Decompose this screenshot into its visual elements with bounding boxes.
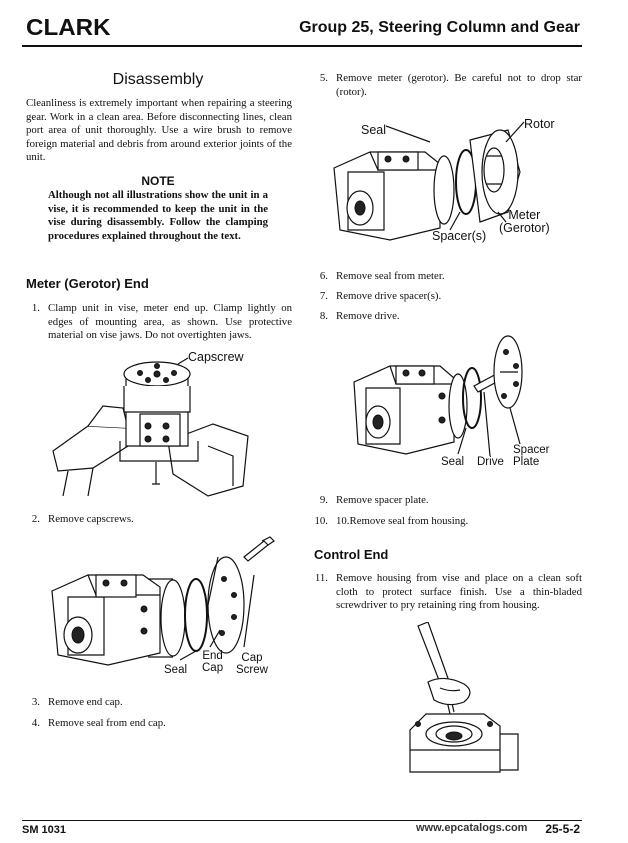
watermark-text: www.epcatalogs.com — [416, 822, 528, 834]
footer-rule — [22, 820, 582, 821]
label-end-cap: End Cap — [202, 650, 224, 674]
label-capscrew: Capscrew — [188, 350, 244, 364]
figure-end-cap-exploded — [51, 536, 275, 666]
step-1: 1. Clamp unit in vise, meter end up. Cla… — [26, 302, 292, 344]
figure-unit-in-vise — [52, 357, 249, 497]
footer-page-number: 25-5-2 — [545, 822, 580, 836]
step-number: 3. — [31, 696, 40, 708]
step-number: 9. — [319, 494, 328, 506]
figure-screwdriver-retaining-ring — [409, 622, 519, 773]
note-heading: NOTE — [141, 174, 175, 188]
label-drive: Drive — [477, 456, 504, 468]
section-title: Disassembly — [112, 71, 204, 88]
header-rule — [22, 45, 582, 47]
figure-meter-gerotor — [333, 121, 525, 241]
step-number: 8. — [319, 310, 328, 322]
label-seal-fig2: Seal — [164, 664, 188, 676]
step-2: 2. Remove capscrews. — [26, 513, 292, 527]
step-7: 7. Remove drive spacer(s). — [314, 290, 582, 304]
step-text: Remove meter (gerotor). Be careful not t… — [336, 72, 582, 98]
label-seal-fig3: Seal — [361, 123, 387, 137]
label-seal-fig4: Seal — [441, 456, 465, 468]
step-number: 5. — [319, 72, 328, 84]
figure-spacer-plate — [353, 335, 523, 457]
step-text: Remove end cap. — [48, 696, 123, 708]
label-meter-gerotor: Meter (Gerotor) — [499, 208, 550, 235]
label-cap-screw: Cap Screw — [236, 652, 268, 676]
step-8: 8. Remove drive. — [314, 310, 582, 324]
step-number: 2. — [31, 513, 40, 525]
subsection-control-end: Control End — [314, 547, 389, 562]
step-11: 11. Remove housing from vise and place o… — [314, 572, 582, 614]
step-text: Remove capscrews. — [48, 513, 134, 525]
step-10: 10. 10.Remove seal from housing. — [314, 515, 582, 529]
step-number: 4. — [31, 717, 40, 729]
step-4: 4. Remove seal from end cap. — [26, 717, 292, 731]
step-text: Remove drive. — [336, 310, 400, 322]
group-title: Group 25, Steering Column and Gear — [299, 19, 580, 36]
footer-manual-number: SM 1031 — [22, 824, 67, 836]
step-6: 6. Remove seal from meter. — [314, 270, 582, 284]
step-text: Remove drive spacer(s). — [336, 290, 442, 302]
clark-logo: CLARK — [26, 14, 111, 40]
label-rotor: Rotor — [524, 117, 555, 131]
step-text: 10.Remove seal from housing. — [336, 515, 469, 527]
step-number: 11. — [314, 572, 328, 584]
step-9: 9. Remove spacer plate. — [314, 494, 582, 508]
step-text: Remove seal from meter. — [336, 270, 445, 282]
step-number: 7. — [319, 290, 328, 302]
step-number: 1. — [31, 302, 40, 314]
subsection-meter-end: Meter (Gerotor) End — [26, 276, 149, 291]
step-number: 6. — [319, 270, 328, 282]
step-text: Remove seal from end cap. — [48, 717, 166, 729]
note-body: Although not all illustrations show the … — [48, 189, 268, 242]
step-text: Clamp unit in vise, meter end up. Clamp … — [48, 302, 292, 342]
step-text: Remove housing from vise and place on a … — [336, 572, 582, 612]
step-text: Remove spacer plate. — [336, 494, 429, 506]
step-number: 10. — [314, 515, 329, 527]
label-spacer-plate: Spacer Plate — [513, 444, 550, 468]
step-5: 5. Remove meter (gerotor). Be careful no… — [314, 72, 582, 100]
intro-paragraph: Cleanliness is extremely important when … — [26, 97, 292, 164]
label-spacers: Spacer(s) — [432, 229, 487, 243]
step-3: 3. Remove end cap. — [26, 696, 292, 710]
